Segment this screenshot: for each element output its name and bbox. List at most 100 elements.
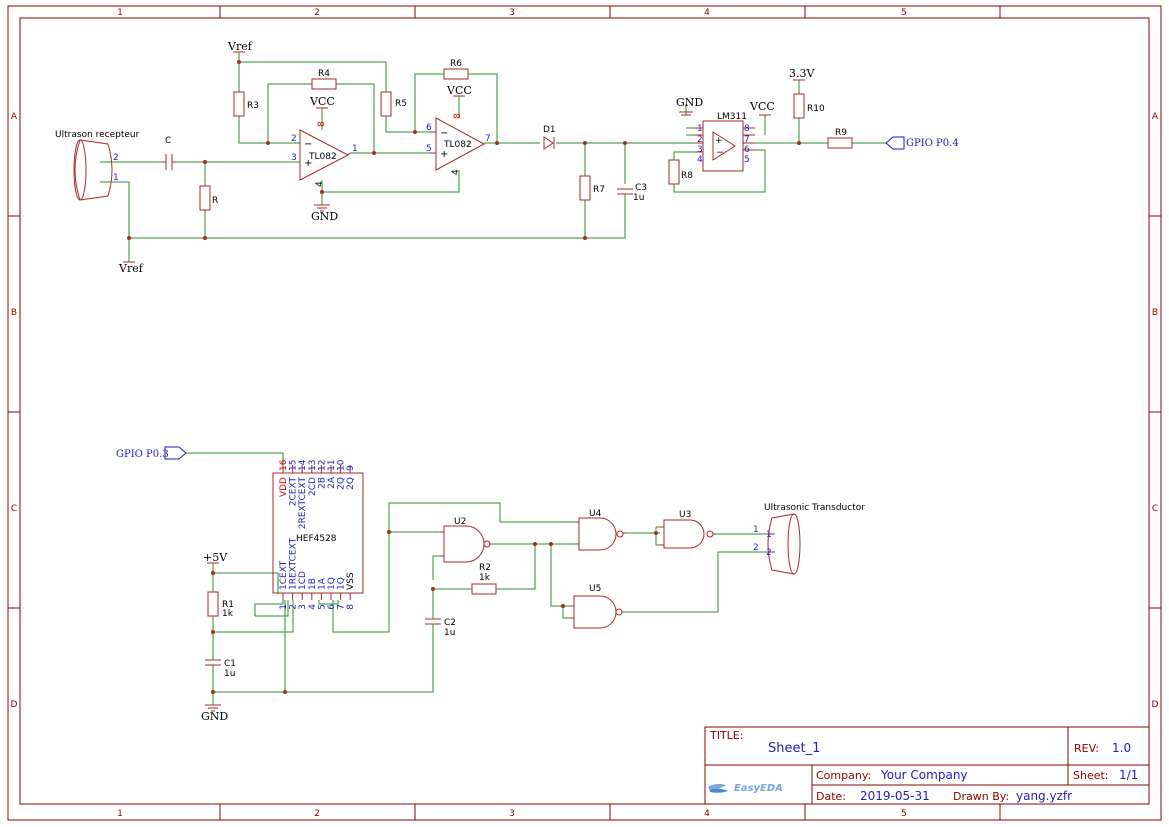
ic-bottom-pin-number: 3 <box>298 604 308 610</box>
opamp-1-label: TL082 <box>308 152 337 162</box>
vcc-2-label: VCC <box>446 84 472 97</box>
gpio-p04-label: GPIO P0.4 <box>906 138 959 149</box>
comparator-plus: + <box>715 136 723 146</box>
ultrasonic-receiver-sensor: Ultrason recepteur 2 1 <box>55 130 140 201</box>
nand-gate-u5-label: U5 <box>589 584 601 594</box>
vref-bottom-label: Vref <box>118 262 144 275</box>
vcc-1-label: VCC <box>309 95 335 108</box>
opamp-2-pin-7: 7 <box>485 134 491 144</box>
zone-col-3-bottom: 3 <box>509 809 515 819</box>
zone-row-c-right: C <box>1152 504 1158 514</box>
ic-bottom-pin-name: 1B <box>308 578 318 590</box>
opamp-1-plus: + <box>304 158 312 169</box>
vcc-3-label: VCC <box>749 100 775 113</box>
resistor-r8-label: R8 <box>681 171 693 181</box>
comparator-pin-7: 7 <box>744 135 750 145</box>
ic-bottom-pin-name: VSS <box>346 572 356 590</box>
capacitor-c1-label: C1 <box>224 659 236 669</box>
ic-hef4528-pins: 16VDD152CEXT142REXTCEXT132CD122B112A102Q… <box>279 459 356 609</box>
ic-bottom-pin-name: 1REXTCEXT <box>289 537 299 590</box>
resistor-r10: R10 <box>793 93 825 119</box>
opamp-2-pin-6: 6 <box>426 123 432 133</box>
capacitor-c2-value: 1u <box>444 628 455 638</box>
zone-col-2-bottom: 2 <box>314 809 320 819</box>
nand-gate-u3: U3 <box>660 510 716 549</box>
comparator-pin-4: 4 <box>697 155 703 165</box>
sensor-label: Ultrason recepteur <box>55 130 140 140</box>
zone-col-5-top: 5 <box>901 8 907 18</box>
gpio-p03-port: GPIO P0.3 <box>116 446 187 460</box>
opamp-1-minus: − <box>304 139 312 150</box>
company-value: Your Company <box>880 768 968 782</box>
ic-bottom-pin-name: 1CEXT <box>279 560 289 590</box>
nand-gate-u4-label: U4 <box>589 509 602 519</box>
capacitor-c3-label: C3 <box>635 183 647 193</box>
zone-col-1-bottom: 1 <box>117 809 123 819</box>
gnd-3-label: GND <box>201 710 228 723</box>
diode-d1-label: D1 <box>543 125 556 135</box>
opamp-1: TL082 − + 2 3 1 8 4 <box>291 121 358 187</box>
ic-top-pin-number: 9 <box>346 465 356 471</box>
zone-col-4-bottom: 4 <box>704 809 710 819</box>
resistor-r3: R3 <box>233 91 259 117</box>
ic-bottom-pin-number: 1 <box>279 604 289 610</box>
ic-bottom-pin-number: 5 <box>317 604 327 610</box>
zone-col-1-top: 1 <box>117 8 123 18</box>
title-label: TITLE: <box>709 729 743 742</box>
zone-col-3-top: 3 <box>509 8 515 18</box>
ic-top-pin-name: 2Q <box>337 477 347 490</box>
capacitor-c2-label: C2 <box>444 618 456 628</box>
zone-col-5-bottom: 5 <box>901 809 907 819</box>
opamp-2: TL082 − + 6 5 7 8 4 <box>426 113 491 175</box>
vcc-2: VCC <box>446 84 472 97</box>
opamp-2-pin-8: 8 <box>453 113 463 119</box>
comparator-label: LM311 <box>717 112 747 122</box>
comparator-lm311: LM311 + − 1 2 3 4 8 7 6 5 <box>695 112 755 172</box>
sheet-label: Sheet: <box>1073 769 1109 782</box>
plus5v-rail: +5V <box>203 551 228 564</box>
resistor-r9: R9 <box>827 128 853 149</box>
transductor-pin-1-name: 1 <box>766 530 772 540</box>
capacitor-c: C <box>162 136 176 170</box>
gpio-p04-port: GPIO P0.4 <box>885 136 959 150</box>
resistor-r2: R2 1k <box>471 563 497 595</box>
capacitor-c2: C2 1u <box>425 614 456 638</box>
opamp-2-pin-4: 4 <box>451 169 461 175</box>
gnd-3: GND <box>201 704 228 723</box>
zone-row-a-right: A <box>1152 112 1159 122</box>
capacitor-c3: C3 1u <box>617 183 647 203</box>
resistor-r7: R7 <box>579 175 605 201</box>
transductor-label: Ultrasonic Transductor <box>764 503 865 513</box>
ic-top-pin-name: 2B <box>317 477 327 489</box>
sheet-value: 1/1 <box>1119 768 1138 782</box>
resistor-r4-label: R4 <box>318 69 330 79</box>
ultrasonic-transductor: Ultrasonic Transductor 1 2 1 2 <box>753 503 865 575</box>
company-label: Company: <box>816 769 871 782</box>
ic-bottom-pin-number: 2 <box>289 604 299 610</box>
resistor-r10-label: R10 <box>807 104 825 114</box>
zone-row-c-left: C <box>11 504 17 514</box>
plus5v-label: +5V <box>203 551 228 564</box>
opamp-1-pin-3: 3 <box>291 153 297 163</box>
comparator-pin-8: 8 <box>744 124 750 134</box>
resistor-r5-label: R5 <box>395 99 407 109</box>
drawn-by-value: yang.yzfr <box>1016 789 1072 803</box>
vref-bottom: Vref <box>118 261 144 275</box>
resistor-r6: R6 <box>443 59 469 80</box>
v33-rail: 3.3V <box>789 67 815 81</box>
ic-bottom-pin-number: 6 <box>327 604 337 610</box>
comparator-minus: − <box>716 148 724 158</box>
ic-top-pin-number: 13 <box>308 460 318 471</box>
vcc-3: VCC <box>749 100 775 116</box>
ic-hef4528: HEF4528 <box>272 472 364 594</box>
comparator-pin-1: 1 <box>697 124 703 134</box>
nand-gate-u4: U4 <box>575 509 626 551</box>
capacitor-c1-value: 1u <box>224 669 235 679</box>
resistor-r-label: R <box>212 196 218 206</box>
ic-bottom-pin-name: 1Q <box>327 577 337 590</box>
rev-value: 1.0 <box>1112 741 1131 755</box>
ic-top-pin-number: 10 <box>337 459 347 471</box>
opamp-2-plus: + <box>440 149 448 160</box>
ic-top-pin-name: 2Q <box>346 477 356 490</box>
transmitter-wires <box>186 452 767 705</box>
